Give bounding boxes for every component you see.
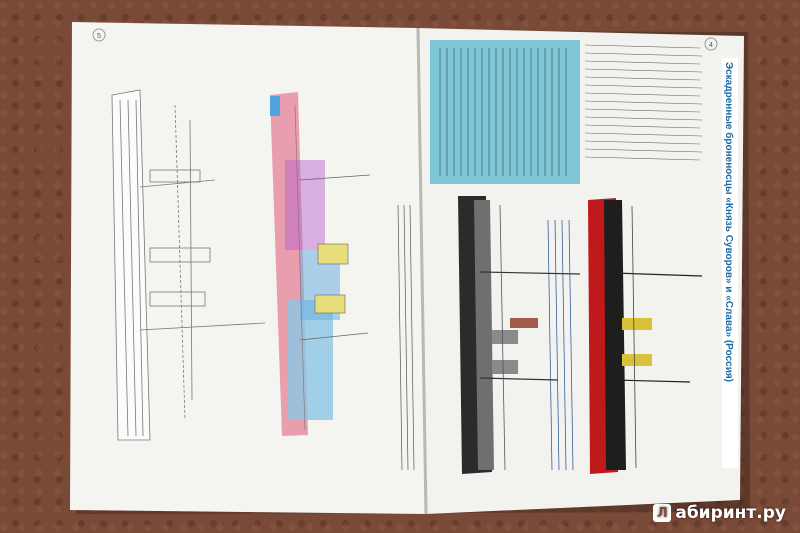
store-logo-icon: Л: [653, 504, 672, 522]
article-text-lines: [584, 44, 703, 161]
store-watermark-text: абиринт.ру: [675, 503, 786, 523]
left-page-number-badge: 5: [92, 28, 106, 42]
article-title: Эскадренные броненосцы «Князь Суворов» и…: [723, 62, 735, 382]
left-page: [70, 22, 426, 514]
specifications-box: [430, 40, 580, 184]
article-title-band: Эскадренные броненосцы «Князь Суворов» и…: [722, 58, 738, 468]
ship-line-drawing: [111, 89, 266, 441]
open-book: [70, 22, 750, 515]
ship-colored-sketch: [270, 92, 371, 436]
book-spine: [416, 27, 428, 515]
store-watermark: Л абиринт.ру: [653, 503, 786, 523]
right-page-number: 4: [709, 42, 713, 49]
ship-red-profile: [588, 198, 703, 474]
right-page-number-badge: 4: [704, 37, 718, 51]
left-page-number: 5: [97, 33, 101, 40]
profiles-caption-lines: [547, 219, 574, 471]
caption-text-lines: [397, 204, 415, 471]
ship-gray-profile: [458, 196, 581, 474]
